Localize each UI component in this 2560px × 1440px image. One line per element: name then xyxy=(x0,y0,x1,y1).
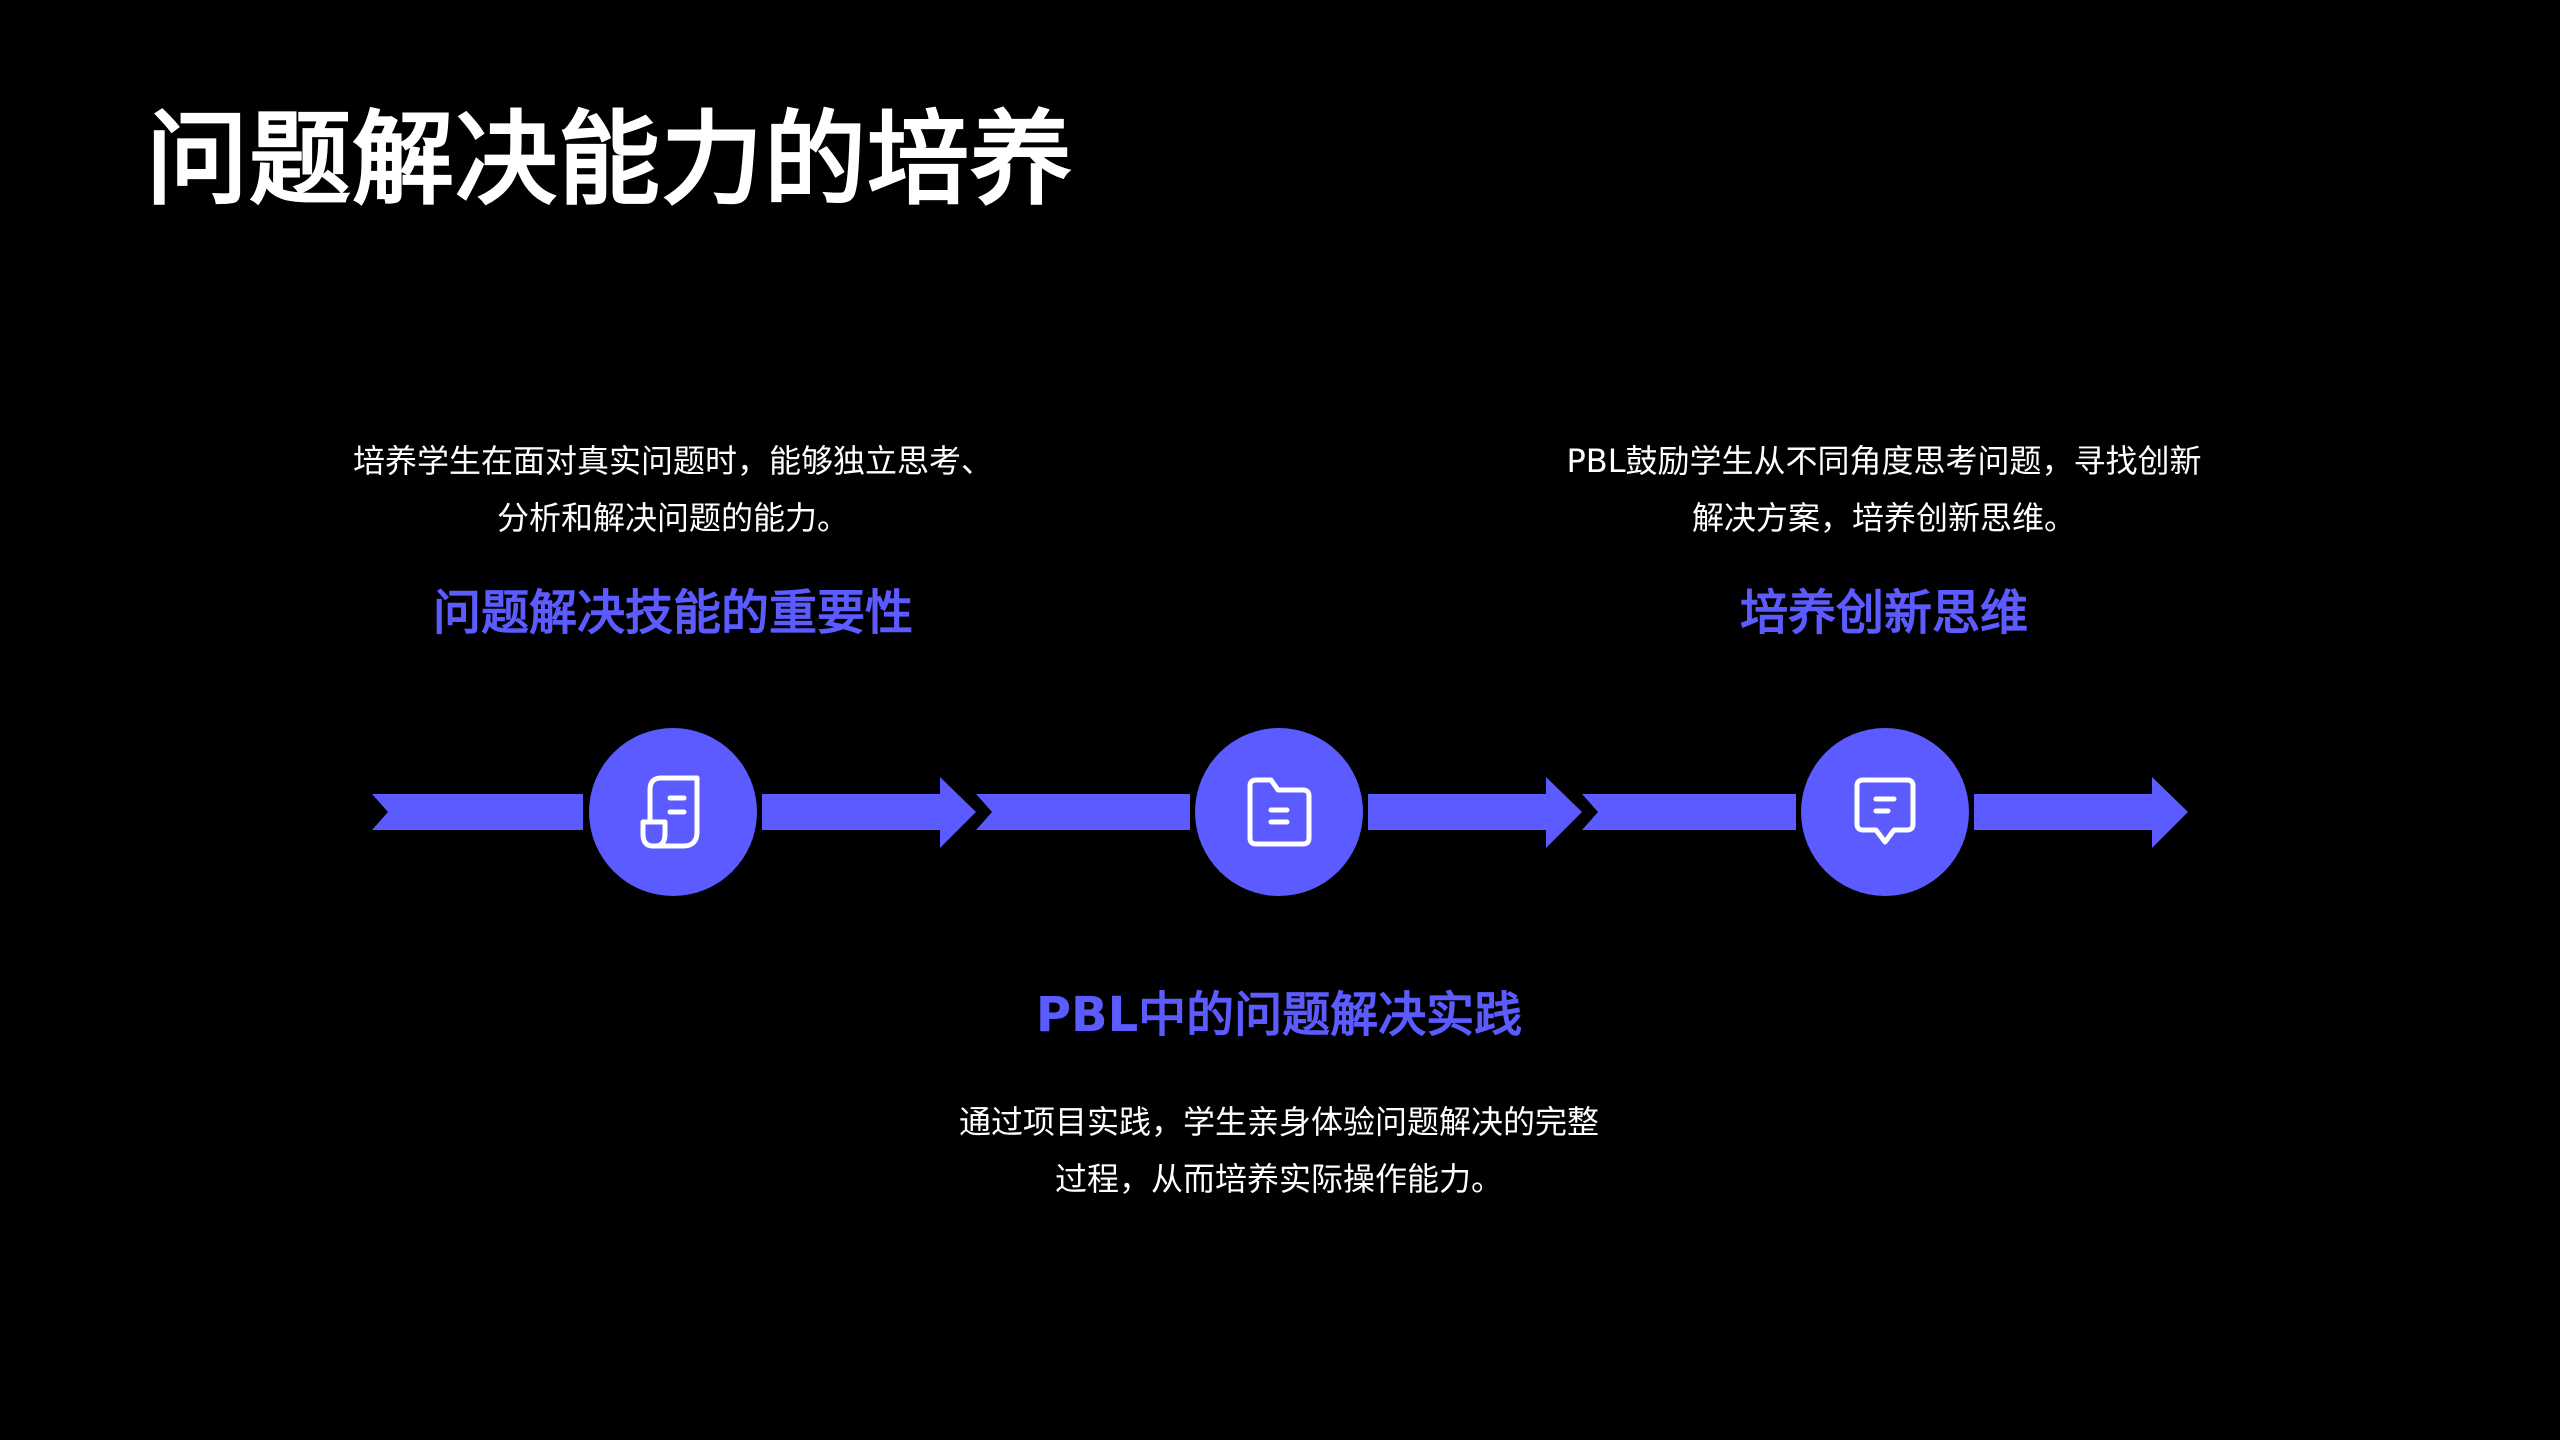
step-2-description-line-2: 过程，从而培养实际操作能力。 xyxy=(1054,1160,1503,1198)
arrow-head-1 xyxy=(762,777,976,848)
step-1-description-line-2: 分析和解决问题的能力。 xyxy=(496,499,849,537)
arrow-head-3 xyxy=(1974,777,2188,848)
arrow-segment-1 xyxy=(372,777,976,848)
arrow-tail-3 xyxy=(1582,794,1796,830)
arrow-tail-1 xyxy=(372,794,583,830)
step-2-title: PBL中的问题解决实践 xyxy=(1035,987,1523,1043)
arrow-head-2 xyxy=(1368,777,1582,848)
arrow-segment-2 xyxy=(976,777,1582,848)
step-3-description-line-2: 解决方案，培养创新思维。 xyxy=(1691,499,2076,537)
arrow-segment-3 xyxy=(1582,777,2188,848)
message-icon xyxy=(1854,777,1916,845)
step-3-description: PBL鼓励学生从不同角度思考问题，寻找创新 解决方案，培养创新思维。 xyxy=(1544,433,2224,547)
step-3-description-line-1: PBL鼓励学生从不同角度思考问题，寻找创新 xyxy=(1566,442,2202,480)
step-1-node xyxy=(589,728,757,896)
folder-icon xyxy=(1247,777,1312,847)
step-1-description: 培养学生在面对真实问题时，能够独立思考、 分析和解决问题的能力。 xyxy=(333,433,1013,547)
step-3-node xyxy=(1801,728,1969,896)
arrow-tail-2 xyxy=(976,794,1190,830)
document-icon xyxy=(640,775,700,849)
step-2-description-line-1: 通过项目实践，学生亲身体验问题解决的完整 xyxy=(958,1103,1599,1141)
step-2-node xyxy=(1195,728,1363,896)
slide-title: 问题解决能力的培养 xyxy=(146,101,1073,220)
step-3-title: 培养创新思维 xyxy=(1739,585,2028,641)
step-1-title: 问题解决技能的重要性 xyxy=(432,585,913,641)
step-1-description-line-1: 培养学生在面对真实问题时，能够独立思考、 xyxy=(352,442,993,480)
step-2-description: 通过项目实践，学生亲身体验问题解决的完整 过程，从而培养实际操作能力。 xyxy=(939,1094,1619,1208)
